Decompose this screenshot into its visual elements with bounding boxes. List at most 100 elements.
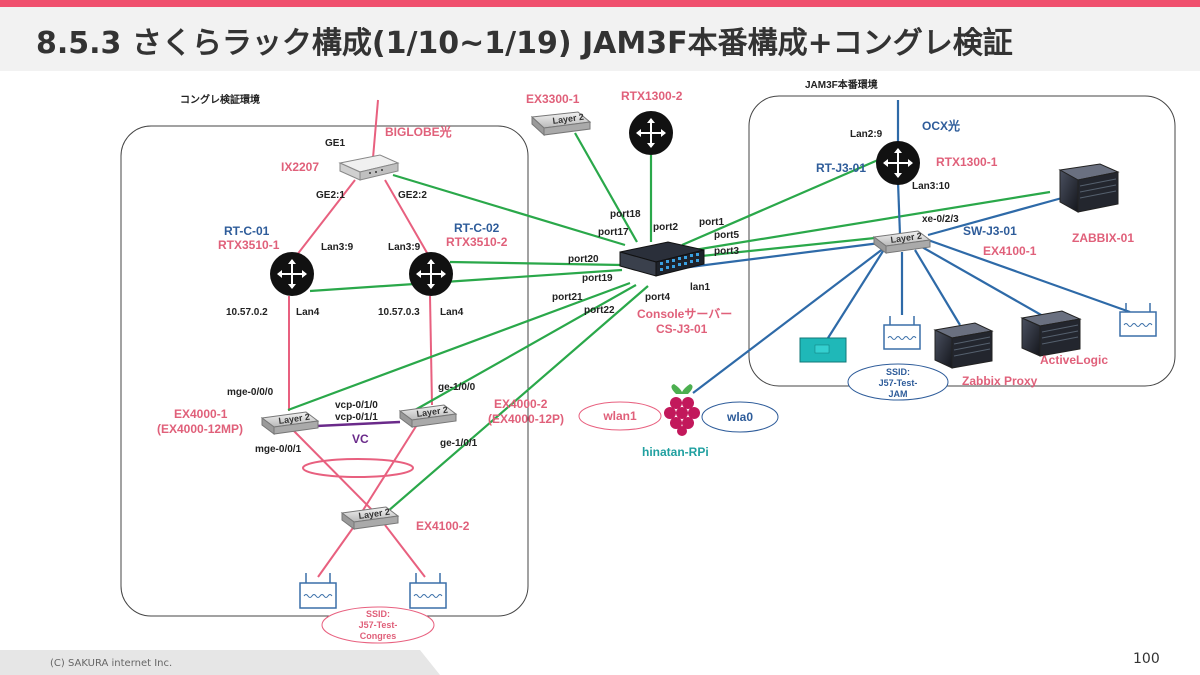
lan310-label: Lan3:10 xyxy=(912,181,950,192)
port3-label: port3 xyxy=(714,246,739,257)
access-point-j2[interactable] xyxy=(1119,303,1157,337)
ge22-label: GE2:2 xyxy=(398,190,427,201)
mge001-label: mge-0/0/1 xyxy=(255,444,302,455)
ex4000-1-switch[interactable]: Layer 2 xyxy=(260,411,320,435)
page-number: 100 xyxy=(1133,651,1160,667)
rtx1300-2-label: RTX1300-2 xyxy=(621,89,683,103)
vc-label: VC xyxy=(352,432,369,446)
port22-label: port22 xyxy=(584,305,615,316)
ge100-label: ge-1/0/0 xyxy=(438,382,476,393)
ip-2-label: 10.57.0.3 xyxy=(378,307,420,318)
rtx3510-1-label: RTX3510-1 xyxy=(218,238,280,252)
activelogic-server[interactable] xyxy=(1020,310,1082,357)
zabbix-01-server[interactable] xyxy=(1058,163,1120,213)
console-server-label: Consoleサーバー xyxy=(637,307,732,321)
ip-1-label: 10.57.0.2 xyxy=(226,307,268,318)
raspberry-pi-icon[interactable] xyxy=(664,384,700,436)
rtx3510-2-router[interactable] xyxy=(409,252,453,296)
ex3300-1-label: EX3300-1 xyxy=(526,92,580,106)
ge21-label: GE2:1 xyxy=(316,190,345,201)
sw-j3-01-label: SW-J3-01 xyxy=(963,224,1017,238)
vcp010-label: vcp-0/1/0 xyxy=(335,400,378,411)
top-accent-bar xyxy=(0,0,1200,7)
lan39-b-label: Lan3:9 xyxy=(388,242,421,253)
ssid-jam-ellipse xyxy=(847,363,949,401)
wla0-ellipse xyxy=(701,401,779,433)
ssid-congres-line1: SSID: xyxy=(366,609,390,619)
ex4100-2-switch[interactable]: Layer 2 xyxy=(340,506,400,530)
ssid-congres-line2: J57-Test- xyxy=(359,620,398,630)
access-point-c1[interactable] xyxy=(299,573,337,609)
congres-area-label: コングレ検証環境 xyxy=(180,93,260,106)
green-links xyxy=(287,132,1051,519)
zabbix-proxy-server[interactable] xyxy=(933,322,994,369)
rtx1300-2-router[interactable] xyxy=(629,111,673,155)
ssid-jam-line3: JAM xyxy=(888,389,907,399)
svg-text:Layer 2: Layer 2 xyxy=(358,507,391,521)
lan29-label: Lan2:9 xyxy=(850,129,883,140)
port1-label: port1 xyxy=(699,217,724,228)
copyright-footer: (C) SAKURA internet Inc. xyxy=(50,658,173,669)
title-bar xyxy=(0,7,1200,71)
access-point-j1[interactable] xyxy=(883,316,921,350)
svg-text:Layer 2: Layer 2 xyxy=(416,405,449,419)
wlan1-ellipse xyxy=(578,401,662,431)
ix2207-device[interactable] xyxy=(338,154,400,181)
console-server-id-label: CS-J3-01 xyxy=(656,322,708,336)
wla0-label: wla0 xyxy=(726,410,753,424)
rtx3510-1-router[interactable] xyxy=(270,252,314,296)
biglobe-label: BIGLOBE光 xyxy=(385,124,452,139)
port18-label: port18 xyxy=(610,209,641,220)
rtx1300-1-label: RTX1300-1 xyxy=(936,155,998,169)
ocx-label: OCX光 xyxy=(922,118,960,133)
slide-title: 8.5.3 さくらラック構成(1/10~1/19) JAM3F本番構成+コングレ… xyxy=(36,26,1013,61)
port19-label: port19 xyxy=(582,273,613,284)
ssid-jam-line2: J57-Test- xyxy=(879,378,918,388)
access-point-c2[interactable] xyxy=(409,573,447,609)
port21-label: port21 xyxy=(552,292,583,303)
ex4000-2-model-label: (EX4000-12P) xyxy=(488,412,564,426)
ge101-label: ge-1/0/1 xyxy=(440,438,478,449)
ge1-label: GE1 xyxy=(325,138,345,149)
svg-text:Layer 2: Layer 2 xyxy=(278,412,311,426)
ex4000-1-label: EX4000-1 xyxy=(174,407,228,421)
ex4100-1-label: EX4100-1 xyxy=(983,244,1037,258)
ssid-jam-line1: SSID: xyxy=(886,367,910,377)
rtc02-label: RT-C-02 xyxy=(454,221,500,235)
lan4-b-label: Lan4 xyxy=(440,307,464,318)
ex4100-2-label: EX4100-2 xyxy=(416,519,470,533)
rpi-label: hinatan-RPi xyxy=(642,445,709,459)
ix2207-label: IX2207 xyxy=(281,160,319,174)
sw-j3-01-switch[interactable]: Layer 2 xyxy=(872,230,932,254)
ex4000-1-model-label: (EX4000-12MP) xyxy=(157,422,243,436)
console-server-cs-j3-01[interactable] xyxy=(619,241,705,277)
zabbix-proxy-label: Zabbix Proxy xyxy=(962,374,1038,388)
activelogic-label: ActiveLogic xyxy=(1040,353,1108,367)
rt-j3-01-label: RT-J3-01 xyxy=(816,161,866,175)
congres-area-box xyxy=(120,125,529,617)
blue-links xyxy=(681,100,1131,394)
lan39-a-label: Lan3:9 xyxy=(321,242,354,253)
port5-label: port5 xyxy=(714,230,739,241)
xe023-label: xe-0/2/3 xyxy=(922,214,959,225)
ex4000-2-switch[interactable]: Layer 2 xyxy=(398,404,458,428)
footer-band xyxy=(0,650,440,675)
zabbix-01-label: ZABBIX-01 xyxy=(1072,231,1134,245)
svg-text:Layer 2: Layer 2 xyxy=(890,231,923,245)
ex4000-2-label: EX4000-2 xyxy=(494,397,548,411)
ex3300-1-switch[interactable]: Layer 2 xyxy=(530,111,592,137)
mge000-label: mge-0/0/0 xyxy=(227,387,274,398)
port17-label: port17 xyxy=(598,227,629,238)
vcp011-label: vcp-0/1/1 xyxy=(335,412,378,423)
rtx3510-2-label: RTX3510-2 xyxy=(446,235,508,249)
rtx1300-1-router[interactable] xyxy=(876,141,920,185)
port4-label: port4 xyxy=(645,292,670,303)
ssid-congres-ellipse xyxy=(321,606,435,644)
svg-text:Layer 2: Layer 2 xyxy=(552,112,585,126)
port20-label: port20 xyxy=(568,254,599,265)
teal-appliance[interactable] xyxy=(799,337,847,363)
jam-area-label: JAM3F本番環境 xyxy=(805,78,878,91)
rtc01-label: RT-C-01 xyxy=(224,224,270,238)
lan4-a-label: Lan4 xyxy=(296,307,320,318)
